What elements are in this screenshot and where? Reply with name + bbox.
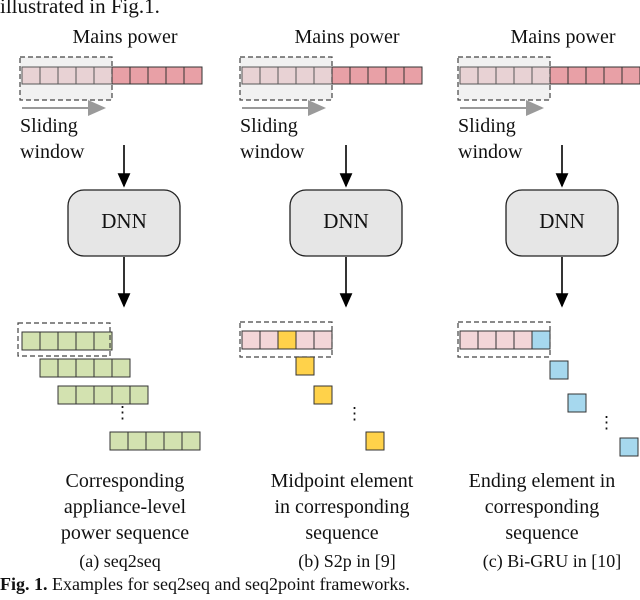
panel-c-window-label: Sliding window bbox=[458, 115, 523, 163]
panel-a-mains-cell bbox=[129, 66, 149, 85]
panel-a-seq-cell bbox=[21, 331, 41, 351]
panel-a-seq-cell bbox=[57, 331, 77, 351]
panel-a-seq-cell bbox=[57, 358, 77, 378]
panel-a-ellipsis: ⋮ bbox=[114, 403, 131, 422]
panel-a-seq-cell bbox=[75, 358, 95, 378]
panel-c-window-cell bbox=[477, 330, 497, 350]
panel-a-seq-cell bbox=[181, 431, 201, 451]
panel-b-window-cell bbox=[295, 330, 315, 350]
intro-text: illustrated in Fig.1. bbox=[0, 0, 160, 18]
panel-a-dnn-box bbox=[67, 189, 181, 257]
panel-a-seq-cell bbox=[75, 385, 95, 405]
panel-c-ending-square bbox=[549, 360, 569, 380]
figure-caption-label: Fig. 1. bbox=[0, 574, 48, 594]
panel-b-mains-cell bbox=[367, 66, 387, 85]
panel-b-sliding-window-box bbox=[239, 56, 333, 101]
panel-c-mains-cell bbox=[603, 66, 623, 85]
panel-b-ellipsis: ⋮ bbox=[346, 404, 363, 423]
panel-a-seq-cell bbox=[93, 331, 113, 351]
panel-c-mains-cell bbox=[621, 66, 640, 85]
panel-c-window-cell bbox=[459, 330, 479, 350]
panel-c-input-label: Mains power bbox=[510, 26, 616, 48]
panel-b-output-window bbox=[239, 321, 333, 358]
panel-a-seq-cell bbox=[111, 385, 131, 405]
figure-caption-text: Examples for seq2seq and seq2point frame… bbox=[47, 574, 410, 594]
panel-b-output-description: Midpoint element in corresponding sequen… bbox=[270, 470, 414, 544]
panel-c-dnn-box bbox=[505, 189, 619, 257]
panel-a-seq-cell bbox=[93, 385, 113, 405]
panel-a-seq-cell bbox=[109, 431, 129, 451]
panel-b-mains-cell bbox=[385, 66, 405, 85]
panel-a-mains-cell bbox=[165, 66, 185, 85]
panel-c-caption: (c) Bi-GRU in [10] bbox=[482, 551, 622, 571]
panel-c-ending-square bbox=[531, 330, 551, 350]
panel-c-dnn-label: DNN bbox=[539, 209, 585, 233]
panel-b-mains-cell bbox=[331, 66, 351, 85]
panel-b-mains-cell bbox=[349, 66, 369, 85]
panel-b-window-cell bbox=[313, 330, 333, 350]
panel-b-midpoint-square bbox=[365, 431, 385, 451]
panel-b-midpoint-square bbox=[313, 385, 333, 405]
panel-a-output-description: Corresponding appliance-level power sequ… bbox=[60, 470, 190, 544]
panel-c-output-description: Ending element in corresponding sequence bbox=[468, 470, 616, 544]
panel-c-ellipsis: ⋮ bbox=[598, 413, 615, 432]
panel-a-input-label: Mains power bbox=[72, 26, 178, 48]
panel-b-midpoint-square bbox=[295, 356, 315, 376]
panel-a-mains-cell bbox=[147, 66, 167, 85]
panel-a-seq-cell bbox=[39, 358, 59, 378]
panel-b-window-cell bbox=[241, 330, 261, 350]
panel-b-window-label: Sliding window bbox=[240, 115, 305, 163]
figure-caption: Fig. 1. Examples for seq2seq and seq2poi… bbox=[0, 574, 410, 595]
panel-a-seq-cell bbox=[57, 385, 77, 405]
panel-a-window-label: Sliding window bbox=[20, 115, 85, 163]
panel-c-ending-square bbox=[567, 393, 587, 413]
panel-a-seq-cell bbox=[129, 385, 149, 405]
panel-a-seq-cell bbox=[75, 331, 95, 351]
panel-a-seq-cell bbox=[163, 431, 183, 451]
panel-c-mains-cell bbox=[567, 66, 587, 85]
panel-a-output-window bbox=[17, 322, 111, 357]
panel-a-seq-cell bbox=[145, 431, 165, 451]
panel-a-dnn-label: DNN bbox=[101, 209, 147, 233]
panel-c-window-cell bbox=[495, 330, 515, 350]
panel-c-output-window bbox=[457, 321, 551, 358]
panel-a-caption: (a) seq2seq bbox=[79, 551, 161, 571]
panel-c-mains-cell bbox=[585, 66, 605, 85]
panel-c-sliding-window-box bbox=[457, 56, 551, 101]
panel-c-ending-square bbox=[619, 437, 639, 457]
panel-a-mains-cell bbox=[183, 66, 203, 85]
panel-c-window-cell bbox=[513, 330, 533, 350]
panel-a-seq-cell bbox=[39, 331, 59, 351]
panel-a-seq-cell bbox=[93, 358, 113, 378]
panel-a-seq-cell bbox=[127, 431, 147, 451]
panel-b-input-label: Mains power bbox=[294, 26, 400, 48]
panel-a-mains-cell bbox=[111, 66, 131, 85]
panel-b-window-cell bbox=[259, 330, 279, 350]
panel-b-dnn-box bbox=[289, 189, 403, 257]
panel-a-seq-cell bbox=[111, 358, 131, 378]
panel-b-caption: (b) S2p in [9] bbox=[298, 551, 396, 571]
panel-b-midpoint-square bbox=[277, 330, 297, 350]
panel-c-mains-cell bbox=[549, 66, 569, 85]
panel-a-sliding-window-box bbox=[19, 56, 113, 101]
panel-b-mains-cell bbox=[403, 66, 423, 85]
panel-b-dnn-label: DNN bbox=[323, 209, 369, 233]
